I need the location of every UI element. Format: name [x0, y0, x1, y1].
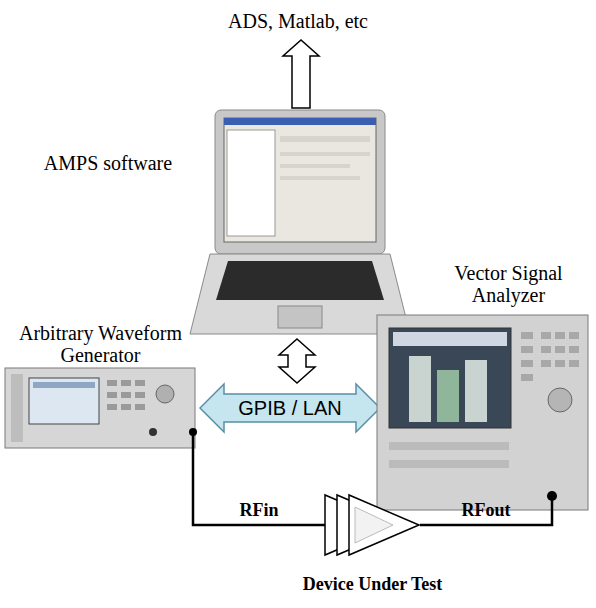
- signal-label: RFout: [462, 500, 511, 521]
- node-label: ADS, Matlab, etc: [190, 10, 406, 32]
- laptop-illustration: [190, 108, 410, 336]
- signal-analyzer: Vector Signal Analyzer: [375, 260, 590, 512]
- node-label: GPIB / LAN: [200, 397, 380, 419]
- bus-node: GPIB / LAN: [200, 384, 380, 432]
- rf-cable: [193, 452, 325, 525]
- block-arrow: [279, 339, 315, 383]
- waveform-generator: Arbitrary Waveform Generator: [3, 320, 198, 452]
- output-tools: ADS, Matlab, etc: [190, 6, 406, 38]
- device-under-test: Device Under Test: [325, 493, 420, 557]
- software-laptop: AMPS software: [190, 108, 410, 336]
- node-label: Vector Signal Analyzer: [427, 262, 590, 306]
- signal-label: RFin: [240, 500, 279, 521]
- amplifier-symbol: [325, 493, 420, 557]
- node-label: Arbitrary Waveform Generator: [3, 322, 198, 366]
- block-arrow: [283, 40, 319, 108]
- node-label: AMPS software: [30, 152, 186, 174]
- node-label: Device Under Test: [303, 573, 443, 595]
